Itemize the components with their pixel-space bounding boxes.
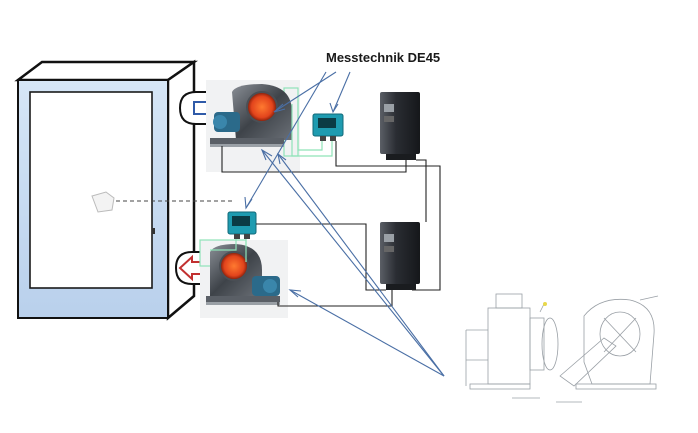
de45-bottom	[227, 211, 257, 239]
room-sensor	[91, 191, 115, 213]
messtechnik-label: Messtechnik DE45	[326, 50, 441, 65]
fan-bottom	[199, 239, 288, 318]
fan-top	[206, 80, 300, 172]
wiring	[221, 141, 441, 307]
fan-technical-drawing	[465, 293, 659, 403]
vfd-bottom	[380, 222, 420, 290]
de45-top	[312, 113, 344, 141]
vfd-top	[380, 92, 420, 160]
room-cabinet	[14, 59, 199, 321]
callout-arrows	[244, 71, 445, 377]
